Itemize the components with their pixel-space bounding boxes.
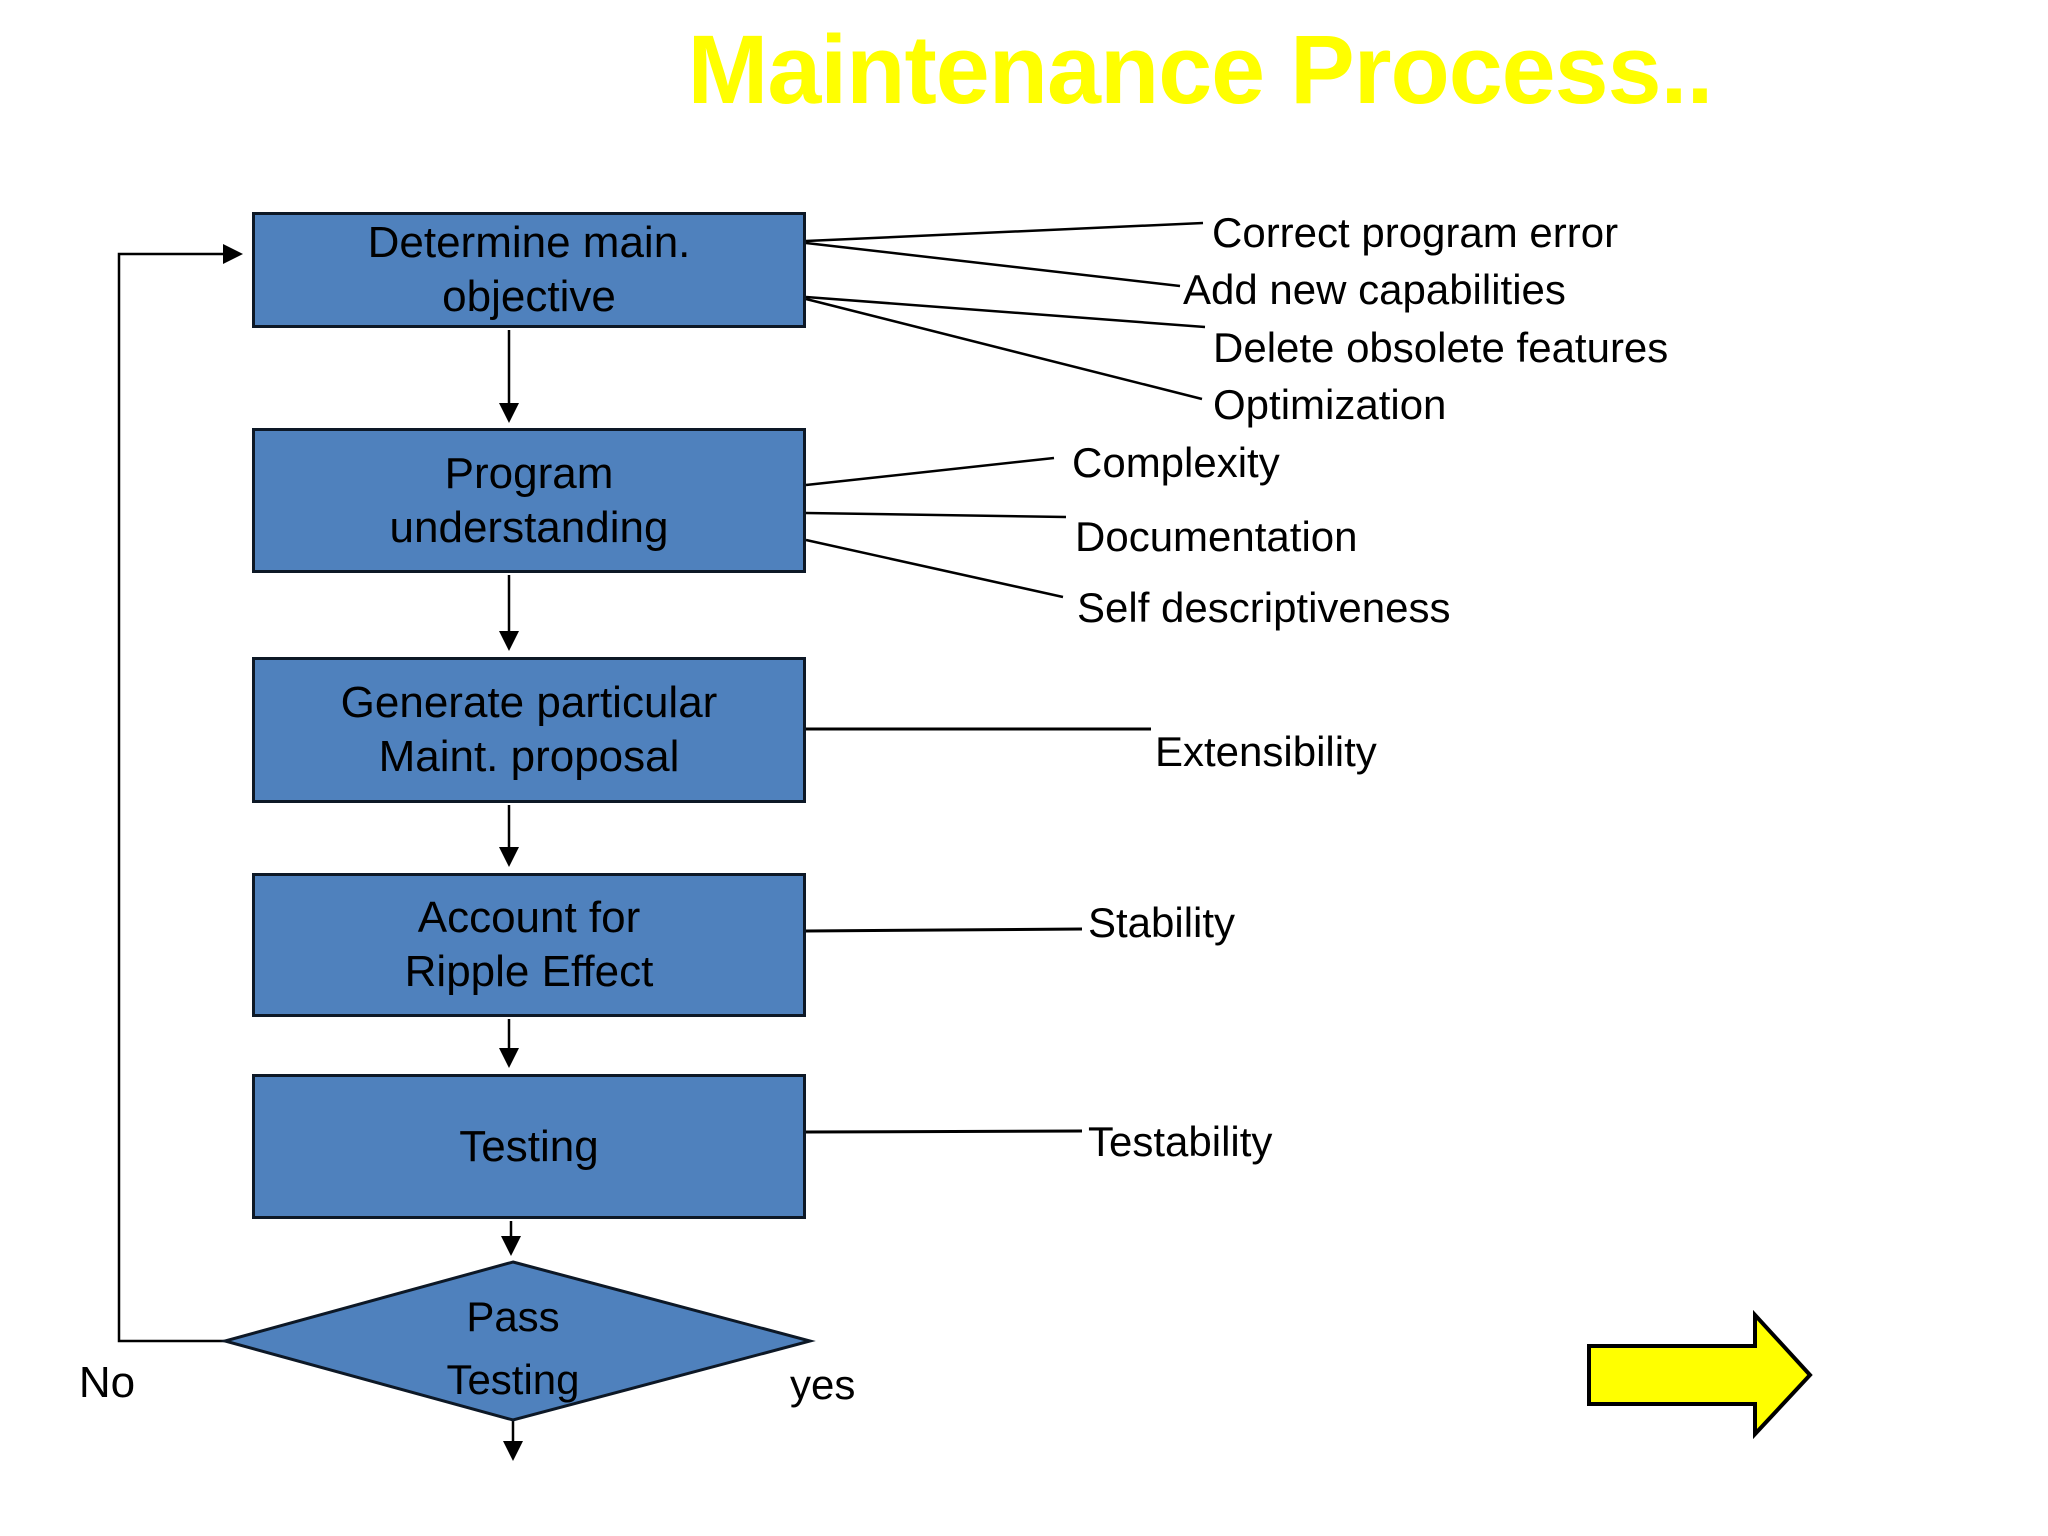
flow-box-determine-main-objective: Determine main. objective — [252, 212, 806, 328]
flow-box-label-line: understanding — [389, 502, 669, 552]
label-stability: Stability — [1088, 899, 1236, 946]
connector-self-descriptiveness — [805, 538, 1064, 599]
label-optimization: Optimization — [1213, 381, 1447, 428]
next-slide-arrow-icon[interactable] — [1587, 1309, 1813, 1440]
label-testability: Testability — [1088, 1118, 1273, 1165]
label-documentation: Documentation — [1075, 513, 1358, 560]
connector-complexity — [805, 456, 1055, 487]
flow-box-label-line: Ripple Effect — [404, 947, 654, 996]
connector-optimization — [805, 297, 1203, 401]
flow-box-account-ripple-effect: Account for Ripple Effect — [252, 873, 806, 1017]
connector-correct-program-error — [805, 221, 1204, 243]
branch-label-yes: yes — [790, 1361, 856, 1408]
flow-box-generate-maint-proposal: Generate particular Maint. proposal — [252, 657, 806, 803]
label-add-new-capabilities: Add new capabilities — [1183, 266, 1566, 313]
label-correct-program-error: Correct program error — [1212, 209, 1619, 256]
label-extensibility: Extensibility — [1155, 728, 1377, 775]
page-title: Maintenance Process.. — [687, 15, 1714, 124]
decision-diamond-shape — [219, 1260, 816, 1422]
label-delete-obsolete-features: Delete obsolete features — [1213, 324, 1669, 371]
flow-box-label-line: Determine main. — [367, 218, 691, 267]
connector-testability — [805, 1129, 1083, 1134]
decision-label-line1: Pass — [466, 1293, 560, 1340]
connector-documentation — [805, 511, 1067, 519]
label-self-descriptiveness: Self descriptiveness — [1077, 584, 1451, 631]
feedback-loop-no-path — [117, 244, 243, 1343]
flow-box-testing: Testing — [252, 1074, 806, 1219]
connector-delete-obsolete-features — [805, 295, 1206, 329]
branch-label-no: No — [78, 1358, 136, 1407]
label-complexity: Complexity — [1072, 439, 1280, 486]
flow-box-label-line: Maint. proposal — [378, 732, 680, 781]
decision-label-line2: Testing — [446, 1356, 580, 1403]
connector-stability — [805, 927, 1083, 933]
flow-box-label-line: Testing — [459, 1121, 599, 1171]
flow-box-label-line: Generate particular — [340, 678, 718, 727]
flow-box-program-understanding: Program understanding — [252, 428, 806, 573]
flow-box-label-line: Account for — [417, 893, 641, 942]
flow-box-label-line: Program — [444, 448, 614, 498]
connector-add-new-capabilities — [805, 241, 1181, 288]
flow-box-label-line: objective — [442, 272, 616, 321]
